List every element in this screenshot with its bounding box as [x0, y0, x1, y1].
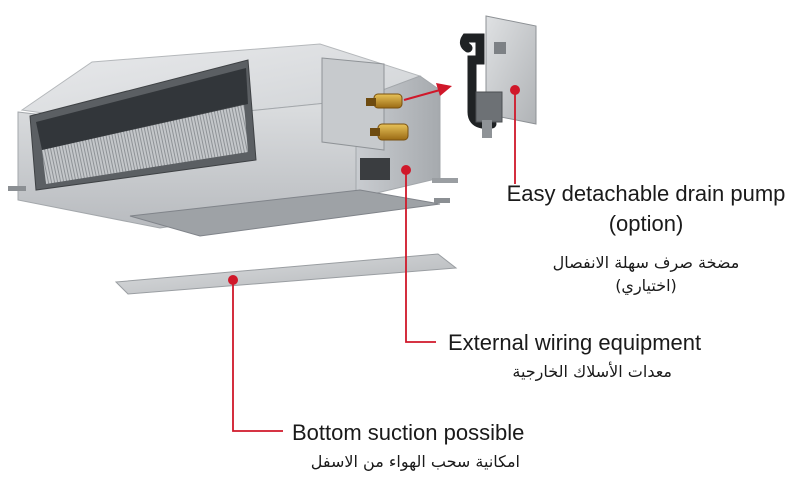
suction-label-en: Bottom suction possible	[292, 420, 525, 445]
suction-marker	[228, 275, 238, 285]
duct-unit-illustration	[8, 43, 458, 237]
suction-leader	[232, 281, 283, 432]
wiring-leader	[405, 172, 436, 343]
drain-pump-illustration	[459, 15, 537, 138]
pipe-fitting-icon	[377, 123, 409, 141]
wiring-label-en: External wiring equipment	[448, 330, 702, 355]
wiring-box-icon	[360, 158, 390, 180]
suction-label-ar: امكانية سحب الهواء من الاسفل	[310, 452, 520, 471]
detach-arrow-icon	[403, 83, 452, 101]
leader-lines	[232, 93, 516, 432]
drain-pump-label-ar-line1: مضخة صرف سهلة الانفصال	[552, 253, 740, 272]
leader-dots	[228, 85, 520, 285]
drain-pump-label-en-line2: (option)	[608, 211, 684, 236]
wiring-label-ar: معدات الأسلاك الخارجية	[512, 362, 672, 381]
wiring-marker	[401, 165, 411, 175]
pipe-fitting-icon	[373, 93, 403, 109]
filter-panel-illustration	[114, 253, 458, 295]
drain-pump-label-en-line1: Easy detachable drain pump	[506, 181, 786, 206]
drain-pump-marker	[510, 85, 520, 95]
drain-pump-label-ar-line2: (اختياري)	[615, 276, 677, 295]
